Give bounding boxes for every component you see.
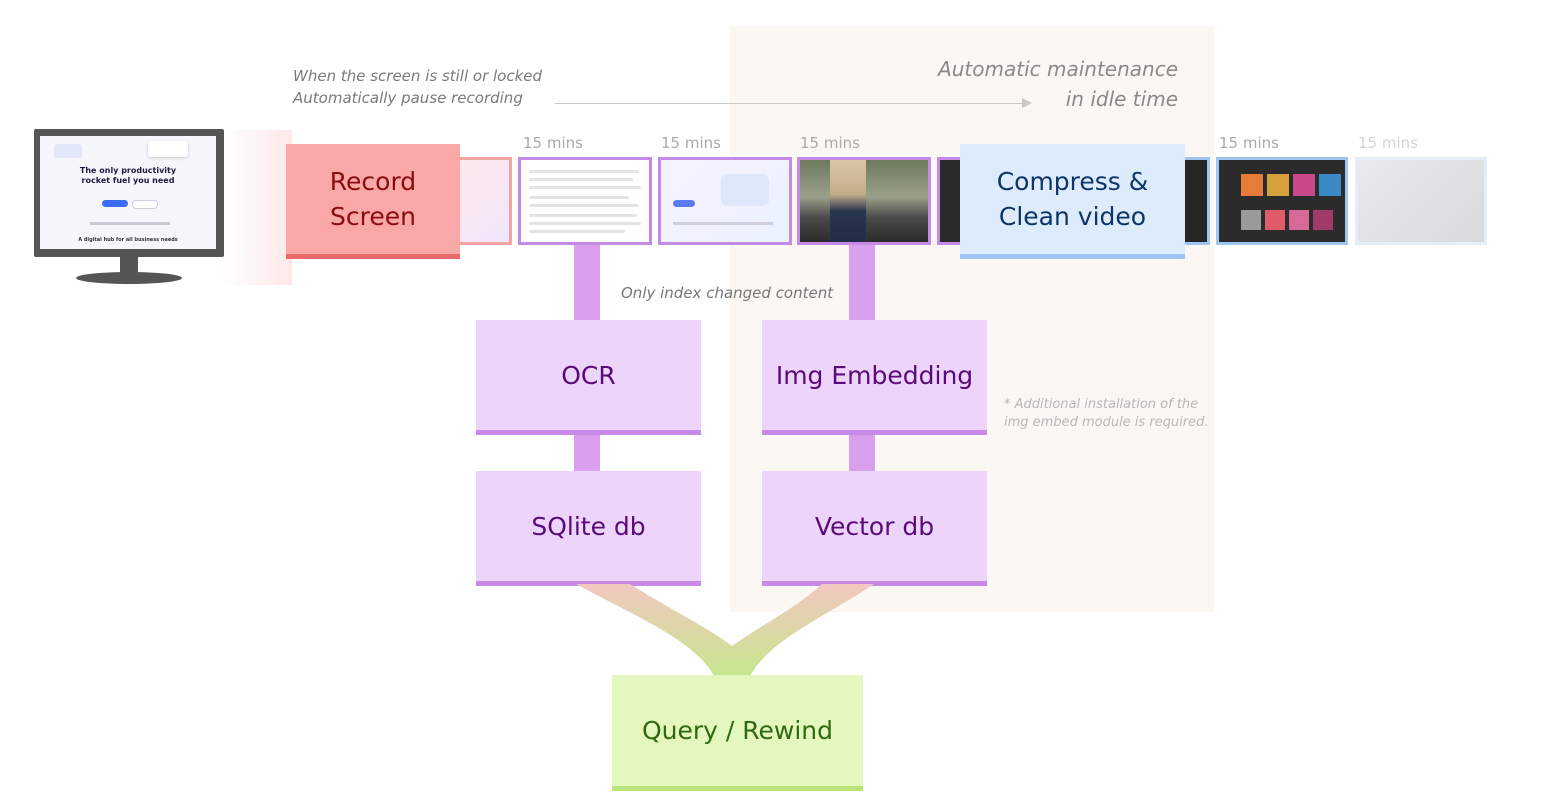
- sqlite-db-box: SQlite db: [476, 471, 701, 586]
- embed-module-note: * Additional installation of the img emb…: [1004, 396, 1209, 432]
- monitor-base: [76, 272, 182, 284]
- monitor-headline-line1: The only productivity: [79, 166, 177, 175]
- record-label-line1: Record: [329, 167, 417, 196]
- compress-label-line1: Compress &: [996, 167, 1149, 196]
- sqlite-connector: [574, 435, 600, 472]
- monitor-footer: A digital hub for all business needs: [78, 237, 178, 243]
- cta-button: [102, 200, 128, 207]
- compress-clean-box: Compress & Clean video: [960, 144, 1185, 259]
- embed-note-line1: * Additional installation of the: [1004, 397, 1199, 412]
- monitor: The only productivity rocket fuel you ne…: [34, 129, 224, 257]
- index-note: Only index changed content: [621, 284, 834, 302]
- monitor-screen: The only productivity rocket fuel you ne…: [40, 136, 216, 249]
- screenshot-thumbnail-faded: [1355, 157, 1487, 245]
- ocr-connector: [574, 245, 600, 321]
- screenshot-thumbnail-webpage: [658, 157, 792, 245]
- query-label: Query / Rewind: [641, 716, 834, 745]
- secondary-button: [132, 200, 158, 209]
- recording-glow: [222, 130, 292, 285]
- floating-card: [148, 141, 188, 157]
- img-embedding-label: Img Embedding: [775, 360, 974, 390]
- timeline-arrow-head: [1022, 98, 1032, 108]
- vector-connector: [849, 435, 875, 472]
- floating-card: [54, 144, 82, 158]
- vector-db-box: Vector db: [762, 471, 987, 586]
- monitor-headline: The only productivity rocket fuel you ne…: [40, 166, 216, 186]
- screenshot-thumbnail-photo: [797, 157, 931, 245]
- interval-label: 15 mins: [523, 134, 583, 152]
- pause-note-line1: When the screen is still or locked: [293, 67, 543, 85]
- compress-label-line2: Clean video: [998, 202, 1147, 231]
- screenshot-thumbnail-document: [518, 157, 652, 245]
- sqlite-label: SQlite db: [531, 511, 646, 541]
- img-embedding-box: Img Embedding: [762, 320, 987, 435]
- maintenance-note: Automatic maintenance in idle time: [900, 54, 1178, 114]
- pause-note-line2: Automatically pause recording: [293, 89, 523, 107]
- pause-note: When the screen is still or locked Autom…: [293, 65, 542, 109]
- screenshot-thumbnail: [452, 157, 512, 245]
- query-rewind-box: Query / Rewind: [612, 675, 863, 791]
- screenshot-thumbnail-music-app: [1216, 157, 1348, 245]
- record-screen-box: Record Screen: [286, 144, 460, 259]
- ocr-box: OCR: [476, 320, 701, 435]
- logo-row: [90, 222, 170, 225]
- vector-label: Vector db: [814, 511, 935, 541]
- timeline-arrow-line: [555, 103, 1025, 104]
- maintenance-note-line2: in idle time: [1065, 87, 1178, 111]
- interval-label: 15 mins: [800, 134, 860, 152]
- record-label-line2: Screen: [330, 202, 416, 231]
- maintenance-note-line1: Automatic maintenance: [938, 57, 1178, 81]
- embed-note-line2: img embed module is required.: [1004, 415, 1209, 430]
- interval-label: 15 mins: [661, 134, 721, 152]
- embedding-connector: [849, 245, 875, 321]
- merge-connector: [576, 584, 874, 676]
- ocr-label: OCR: [561, 360, 616, 390]
- interval-label: 15 mins: [1219, 134, 1279, 152]
- monitor-neck: [120, 257, 138, 274]
- monitor-headline-line2: rocket fuel you need: [81, 176, 175, 185]
- interval-label: 15 mins: [1358, 134, 1418, 152]
